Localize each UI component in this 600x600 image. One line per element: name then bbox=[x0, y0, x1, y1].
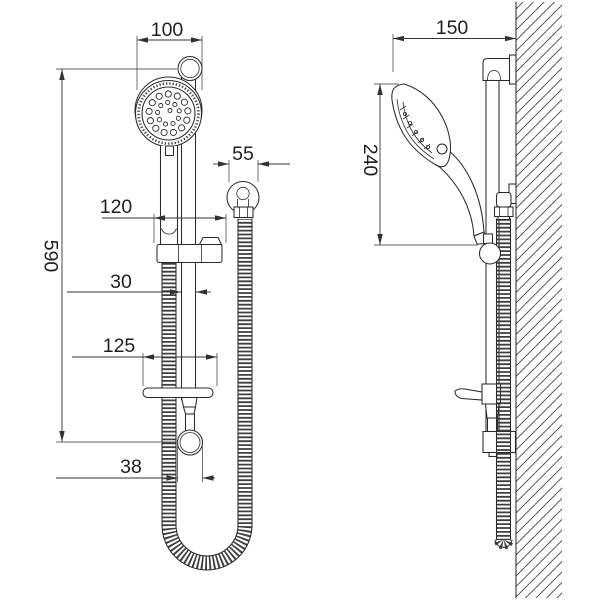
wall-bracket-top-side bbox=[482, 54, 517, 85]
dim-label-bar-height: 590 bbox=[40, 240, 62, 273]
knurled-rim bbox=[137, 82, 200, 145]
spray-dots bbox=[145, 90, 192, 137]
dimension-head-width: 100 bbox=[136, 19, 203, 90]
nozzle-dot bbox=[152, 124, 160, 132]
nozzle-dot bbox=[180, 98, 188, 106]
handle-inlet-tab bbox=[164, 145, 175, 157]
dimension-wall-distance: 150 bbox=[392, 17, 516, 72]
rail-end-guide-front bbox=[176, 429, 204, 456]
dim-label-wall-distance: 150 bbox=[436, 17, 469, 39]
dimension-end-guide-width: 38 bbox=[56, 446, 215, 482]
dim-label-bracket-width: 120 bbox=[100, 196, 133, 218]
soap-dish-front bbox=[142, 387, 214, 433]
shower-head-side bbox=[391, 83, 451, 168]
wall-outlet-front bbox=[226, 180, 260, 219]
wall bbox=[515, 1, 562, 599]
hose-nut-side bbox=[493, 206, 514, 221]
nozzle-dot bbox=[169, 128, 177, 136]
nozzle-dot bbox=[155, 109, 161, 115]
slider-bracket-front bbox=[156, 236, 223, 264]
dim-label-rail-width: 30 bbox=[110, 271, 132, 293]
nozzle-dot bbox=[164, 90, 172, 98]
spray-face-ticks bbox=[399, 105, 431, 150]
nozzle-dot bbox=[170, 120, 176, 127]
dim-label-soap-dish-width: 125 bbox=[103, 335, 136, 357]
dimension-soap-dish-width: 125 bbox=[72, 335, 218, 386]
front-view bbox=[134, 55, 260, 571]
nozzle-dot bbox=[145, 107, 153, 115]
nozzle-dot bbox=[178, 124, 186, 132]
slider-knob-side bbox=[478, 242, 502, 265]
dim-label-head-width: 100 bbox=[151, 19, 184, 41]
nozzle-dot bbox=[175, 115, 181, 121]
shower-head-front bbox=[134, 76, 203, 148]
shower-hose-front bbox=[161, 218, 253, 571]
dimension-handset-drop: 240 bbox=[359, 83, 478, 246]
nozzle-dot bbox=[176, 108, 182, 114]
nozzle-dot bbox=[146, 117, 154, 125]
dimension-bar-height: 590 bbox=[40, 68, 177, 443]
dimension-rail-width: 30 bbox=[67, 271, 211, 295]
nozzle-dot bbox=[155, 92, 163, 100]
hanging-ring bbox=[177, 55, 203, 82]
soap-dish-side bbox=[454, 383, 502, 433]
dimensions: 100 590 120 55 30 bbox=[40, 17, 516, 482]
nozzle-dot bbox=[156, 117, 162, 123]
nozzle-dot bbox=[173, 92, 181, 100]
shower-hose-side bbox=[494, 218, 514, 550]
nozzle-dot bbox=[160, 128, 168, 137]
handle-front bbox=[159, 145, 179, 245]
nozzle-dot bbox=[184, 107, 192, 115]
dim-label-handset-drop: 240 bbox=[359, 144, 381, 177]
nozzle-dot bbox=[183, 116, 191, 124]
release-button bbox=[198, 236, 223, 246]
hose-end-loop bbox=[494, 539, 513, 548]
dimension-outlet-width: 55 bbox=[213, 143, 290, 182]
dimension-bracket-width: 120 bbox=[100, 196, 227, 243]
nozzle-dot bbox=[167, 108, 173, 113]
dim-label-outlet-width: 55 bbox=[232, 143, 254, 165]
nozzle-dot bbox=[165, 99, 171, 106]
head-pivot-bead bbox=[436, 143, 448, 155]
nozzle-dot bbox=[172, 102, 178, 108]
nozzle-dot bbox=[158, 103, 164, 109]
nozzle-dot bbox=[148, 99, 156, 107]
handle-side bbox=[435, 149, 494, 245]
dim-label-end-guide-width: 38 bbox=[120, 456, 142, 478]
nozzle-dot bbox=[162, 121, 169, 127]
side-view bbox=[391, 1, 562, 599]
